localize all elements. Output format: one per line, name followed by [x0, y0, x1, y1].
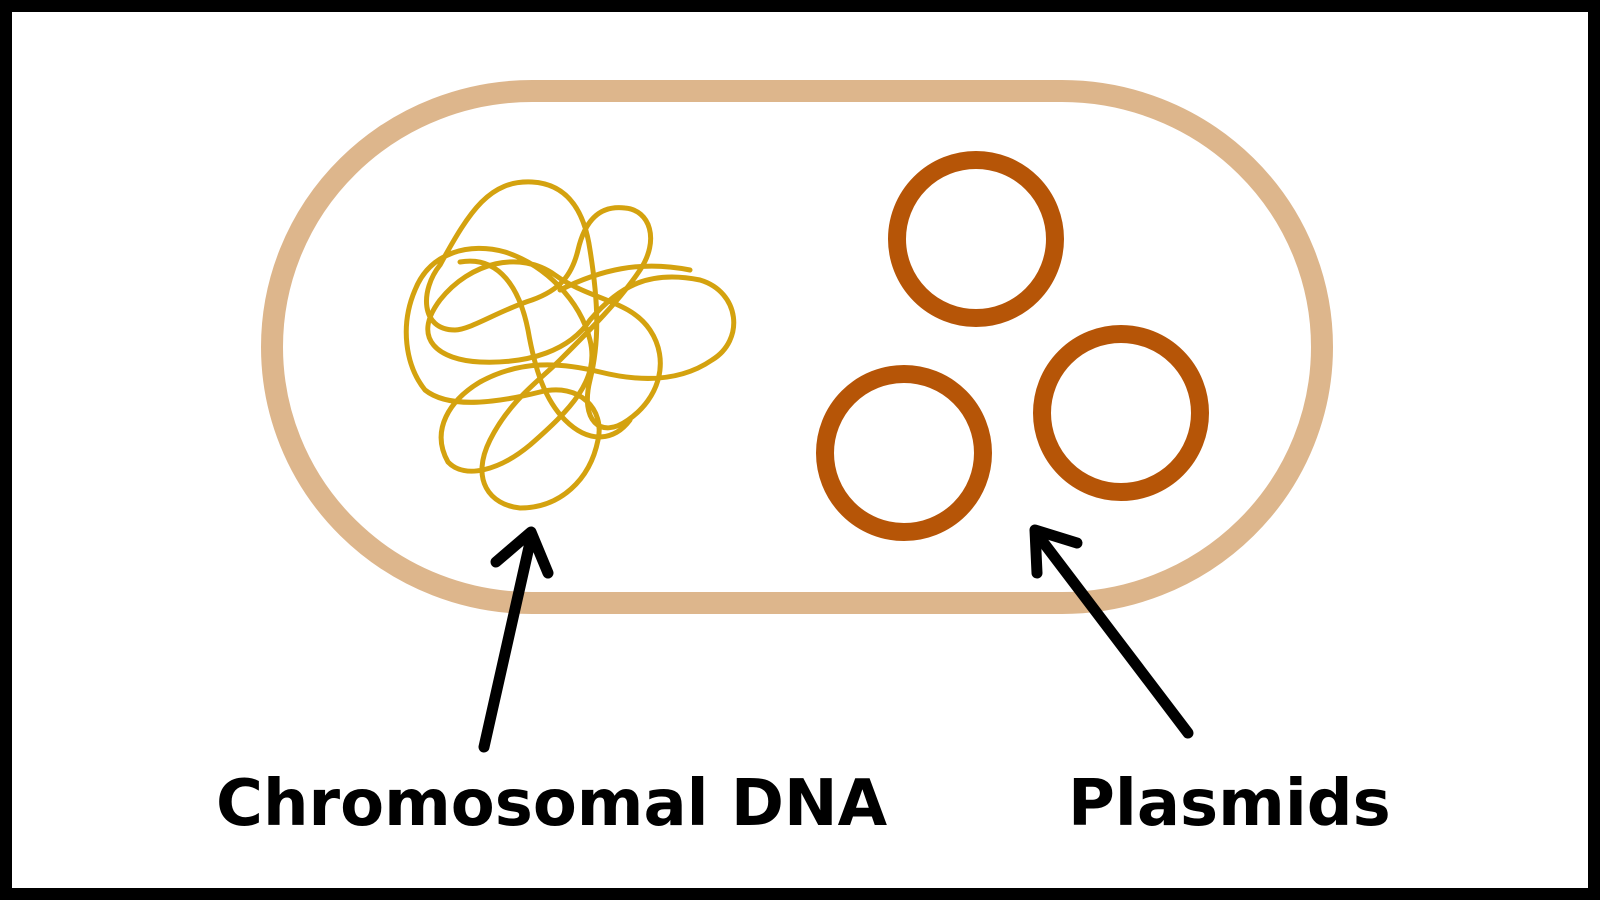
plasmid-ring: [1033, 325, 1209, 501]
chromosomal-dna-label: Chromosomal DNA: [216, 767, 888, 841]
plasmid-ring: [888, 151, 1064, 327]
cell-membrane: [261, 80, 1333, 614]
chromosomal-dna-arrow: [478, 526, 554, 753]
chromosomal-dna-tangle: [403, 179, 737, 511]
plasmid-ring: [816, 365, 992, 541]
plasmids-arrow: [1029, 524, 1194, 739]
plasmids-label: Plasmids: [1068, 767, 1391, 841]
